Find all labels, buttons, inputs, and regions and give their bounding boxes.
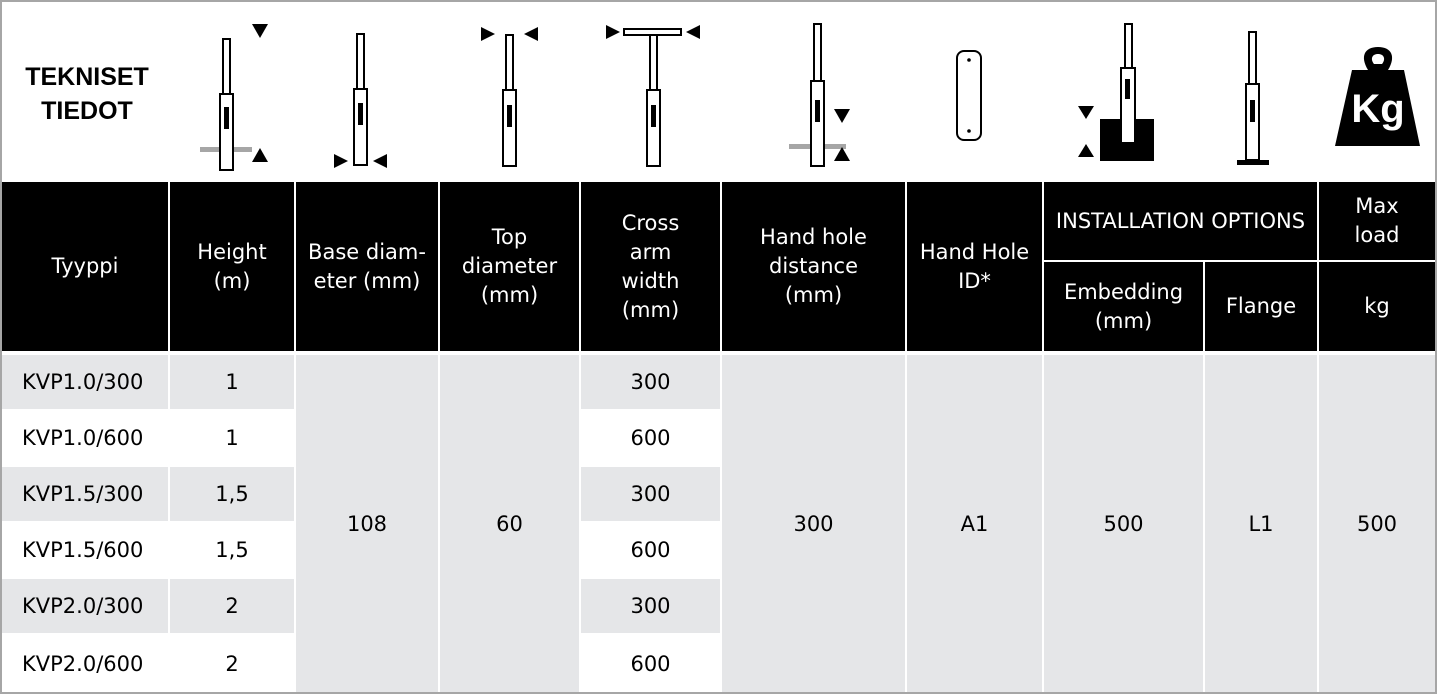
header-flange: Flange: [1205, 262, 1317, 351]
table-title: TEKNISET TIEDOT: [12, 60, 162, 128]
cell-type: KVP1.5/600: [2, 523, 168, 577]
header-hand-hole-id: Hand Hole ID*: [907, 182, 1042, 351]
embedding-icon: [1078, 23, 1154, 161]
header-installation-options: INSTALLATION OPTIONS: [1044, 182, 1317, 260]
header-type: Tyyppi: [2, 182, 168, 351]
header-embedding: Embedding (mm): [1044, 262, 1203, 351]
icon-strip: Kg: [200, 23, 1420, 171]
header-cross-arm: Cross arm width (mm): [581, 182, 720, 351]
header-hand-hole-distance: Hand hole distance (mm): [722, 182, 905, 351]
cell-height: 2: [170, 579, 294, 633]
cell-cross-arm: 600: [581, 635, 720, 692]
cell-type: KVP2.0/600: [2, 635, 168, 692]
top-diameter-icon: [481, 27, 538, 167]
cell-type: KVP1.0/300: [2, 355, 168, 409]
icon-band: TEKNISET TIEDOT: [2, 2, 1435, 182]
header-kg: kg: [1319, 262, 1435, 351]
cell-height: 1,5: [170, 467, 294, 521]
cell-cross-arm: 300: [581, 467, 720, 521]
cell-flange: L1: [1205, 355, 1317, 692]
cell-cross-arm: 300: [581, 355, 720, 409]
cell-height: 2: [170, 635, 294, 692]
pole-height-icon: [200, 24, 268, 171]
cell-embedding: 500: [1044, 355, 1203, 692]
cell-type: KVP1.0/600: [2, 411, 168, 465]
cell-max-load: 500: [1319, 355, 1435, 692]
cell-cross-arm: 600: [581, 411, 720, 465]
header-height: Height (m): [170, 182, 294, 351]
cell-hand-hole-distance: 300: [722, 355, 905, 692]
header-max-load: Max load: [1319, 182, 1435, 260]
cell-height: 1: [170, 355, 294, 409]
cell-type: KVP1.5/300: [2, 467, 168, 521]
flange-icon: [1237, 31, 1269, 165]
cell-top-diameter: 60: [440, 355, 579, 692]
base-diameter-icon: [334, 33, 387, 168]
cell-cross-arm: 300: [581, 579, 720, 633]
cell-type: KVP2.0/300: [2, 579, 168, 633]
header-top-diameter: Top diameter (mm): [440, 182, 579, 351]
weight-label: Kg: [1351, 87, 1404, 131]
cell-height: 1,5: [170, 523, 294, 577]
title-line-2: TIEDOT: [41, 97, 133, 125]
header-base-diameter: Base diam-eter (mm): [296, 182, 438, 351]
cell-base-diameter: 108: [296, 355, 438, 692]
cross-arm-width-icon: [606, 25, 700, 167]
weight-icon: Kg: [1335, 47, 1420, 146]
title-line-1: TEKNISET: [25, 63, 149, 91]
cell-hand-hole-id: A1: [907, 355, 1042, 692]
cell-height: 1: [170, 411, 294, 465]
hand-hole-distance-icon: [789, 23, 850, 167]
cell-cross-arm: 600: [581, 523, 720, 577]
hand-hole-icon: [956, 50, 982, 141]
